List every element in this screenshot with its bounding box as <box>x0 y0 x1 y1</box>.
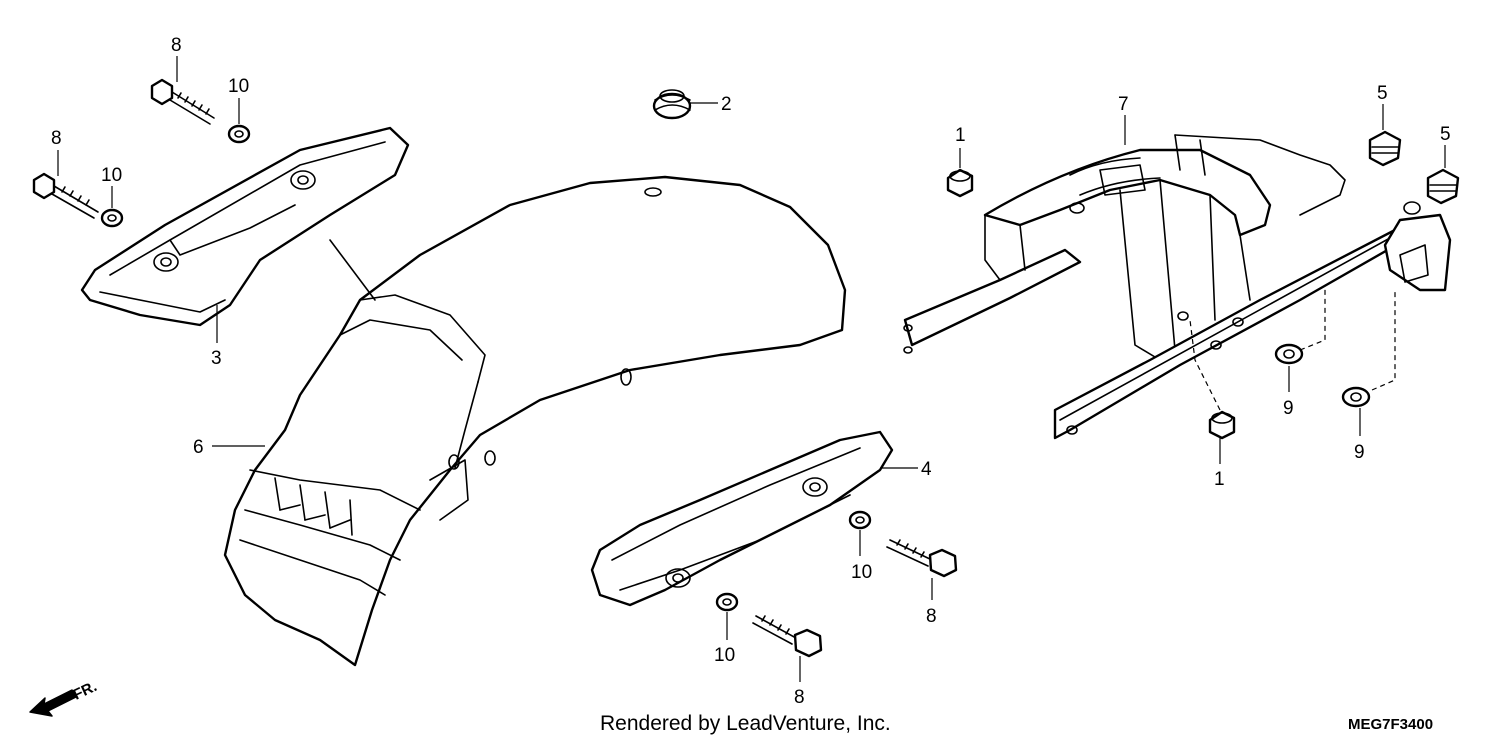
callout-7: 7 <box>1118 94 1129 115</box>
callout-3: 3 <box>211 348 222 369</box>
leader-lines <box>57 56 1446 682</box>
washer-10-low <box>715 592 739 612</box>
callout-8-mid: 8 <box>926 606 937 627</box>
washer-10-top <box>227 124 251 144</box>
part-5-damper-a <box>1368 130 1402 167</box>
callout-4: 4 <box>921 459 932 480</box>
callout-1-low: 1 <box>1214 469 1225 490</box>
washer-10-mid <box>848 510 872 530</box>
front-direction-label: FR. <box>71 678 100 704</box>
part-1-grommet-top <box>946 168 974 198</box>
part-4-right-side-cover <box>590 430 894 607</box>
callout-labels: 8 10 8 10 3 2 6 4 10 8 10 8 1 7 5 5 9 9 … <box>51 35 1451 708</box>
part-5-damper-b <box>1426 168 1460 205</box>
part-9-collar-a <box>1274 343 1304 365</box>
callout-2: 2 <box>721 94 732 115</box>
part-9-collar-b <box>1341 386 1371 408</box>
callout-1-top: 1 <box>955 125 966 146</box>
callout-9-a: 9 <box>1283 398 1294 419</box>
bolt-8-mid <box>886 539 958 578</box>
part-2-grommet <box>652 89 692 120</box>
bolt-8-low <box>752 615 823 658</box>
callout-8-left: 8 <box>51 128 62 149</box>
callout-5-a: 5 <box>1377 83 1388 104</box>
part-3-left-side-cover <box>80 126 410 327</box>
callout-8-low: 8 <box>794 687 805 708</box>
callout-10-top: 10 <box>228 76 249 97</box>
callout-10-low: 10 <box>714 645 735 666</box>
callout-5-b: 5 <box>1440 124 1451 145</box>
callout-8-top: 8 <box>171 35 182 56</box>
bolt-8-top <box>150 78 215 125</box>
part-6-rear-fender <box>223 175 847 667</box>
part-1-grommet-low <box>1208 410 1236 440</box>
washer-10-left <box>100 208 124 228</box>
arrow-left-icon <box>29 689 77 717</box>
callout-10-left: 10 <box>101 165 122 186</box>
bolt-8-left <box>32 172 99 219</box>
front-direction-arrow: FR. <box>29 678 100 717</box>
diagram-code: MEG7F3400 <box>1348 716 1434 733</box>
render-credit: Rendered by LeadVenture, Inc. <box>600 712 891 735</box>
part-7-fender-bracket <box>903 134 1452 440</box>
callout-9-b: 9 <box>1354 442 1365 463</box>
callout-6: 6 <box>193 437 204 458</box>
callout-10-mid: 10 <box>851 562 872 583</box>
